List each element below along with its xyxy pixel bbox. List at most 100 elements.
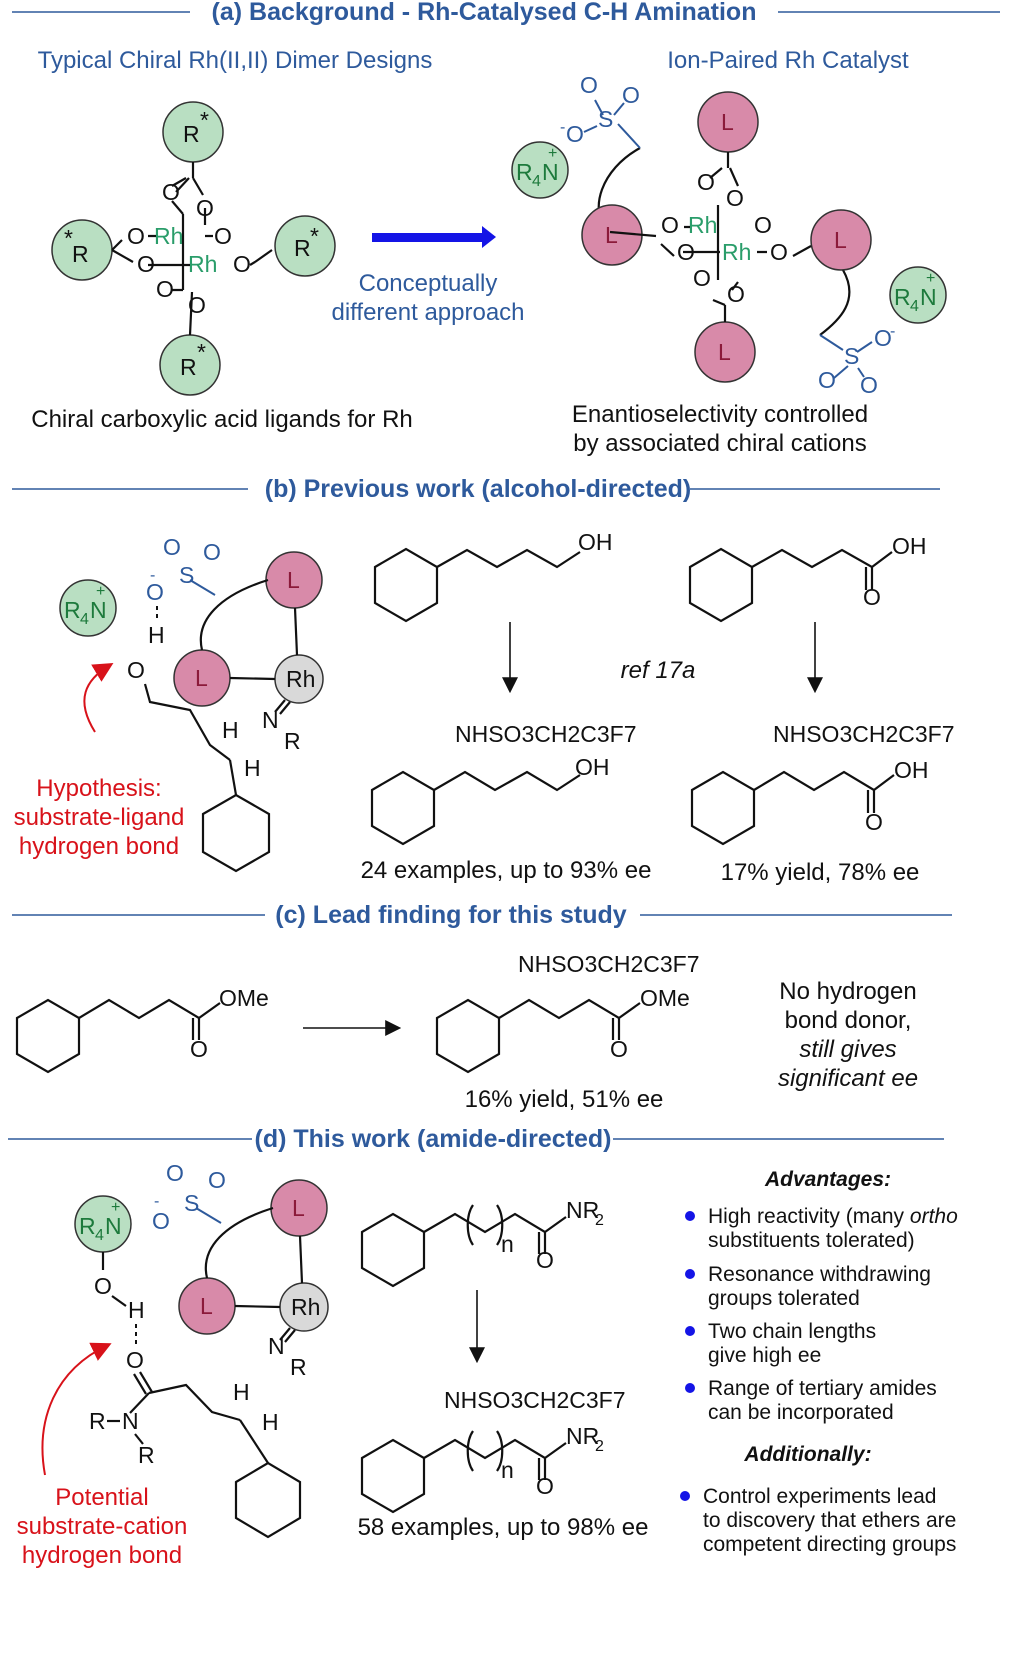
oxygen-label: O <box>156 276 174 302</box>
sulfonate-oxygen: O <box>146 579 164 605</box>
ammonium-r: R <box>64 597 81 623</box>
left-design-title: Typical Chiral Rh(II,II) Dimer Designs <box>38 47 433 74</box>
amide-nr-subscript: 2 <box>595 1212 604 1229</box>
advantage-3-line2: give high ee <box>708 1344 821 1367</box>
note-line2: bond donor, <box>785 1007 912 1034</box>
ammonium-circle <box>59 579 117 637</box>
advantage-4-line2: can be incorporated <box>708 1401 894 1424</box>
right-design-title: Ion-Paired Rh Catalyst <box>667 47 909 74</box>
nitrene-r: R <box>290 1354 307 1380</box>
rh-label: Rh <box>188 251 217 277</box>
result-amide: 58 examples, up to 98% ee <box>358 1514 649 1541</box>
advantage-bullet <box>685 1211 695 1221</box>
result-ester: 16% yield, 51% ee <box>465 1086 664 1113</box>
ammonium-n: N <box>105 1213 122 1239</box>
carbonyl-oxygen: O <box>610 1036 628 1062</box>
arrow-label-line2: different approach <box>331 299 524 326</box>
ligand-label: L <box>718 339 731 365</box>
advantage-1-text: High reactivity (many <box>708 1205 910 1228</box>
ammonium-r: R <box>516 159 533 185</box>
ammonium-plus: + <box>96 583 105 600</box>
methoxy-label: OMe <box>219 985 269 1011</box>
r-star-label: R <box>183 121 200 147</box>
carbonyl-oxygen: O <box>126 1347 144 1373</box>
ammonium-plus: + <box>548 145 557 162</box>
sulfonate-oxygen: O <box>203 539 221 565</box>
ligand-label: L <box>200 1293 213 1319</box>
hydroxyl-label: OH <box>894 757 929 783</box>
conceptual-arrow-head <box>482 226 496 248</box>
chain-length-n: n <box>501 1231 514 1257</box>
arrow-label-line1: Conceptually <box>359 270 498 297</box>
sulfonate-oxygen: O <box>208 1167 226 1193</box>
additionally-bullet <box>680 1491 690 1501</box>
note-line4: significant ee <box>778 1065 918 1092</box>
sulfonate-oxygen: O <box>622 82 640 108</box>
advantage-2-line1: Resonance withdrawing <box>708 1263 931 1286</box>
ammonium-r: R <box>894 284 911 310</box>
ligand-label: L <box>721 109 734 135</box>
acid-product: NHSO3CH2C3F7 OH O <box>690 721 955 846</box>
sulfonate-sulfur: S <box>844 343 859 369</box>
ligand-label: L <box>605 222 618 248</box>
r-star-label: R <box>294 235 311 261</box>
carbonyl-oxygen: O <box>536 1247 554 1273</box>
carbonyl-oxygen: O <box>536 1473 554 1499</box>
sulfonate-minus: - <box>154 1193 159 1210</box>
amine-label: NHSO3CH2C3F7 <box>455 721 637 747</box>
advantage-1-line2: substituents tolerated) <box>708 1229 915 1252</box>
hypothesis-line3: hydrogen bond <box>19 833 179 860</box>
chain-length-n: n <box>501 1457 514 1483</box>
advantage-1-line1: High reactivity (many ortho <box>708 1205 958 1228</box>
oxygen-label: O <box>697 169 715 195</box>
result-acid: 17% yield, 78% ee <box>721 859 920 886</box>
ligand-label: L <box>287 567 300 593</box>
ligand-label: L <box>195 665 208 691</box>
right-caption-line2: by associated chiral cations <box>573 430 866 457</box>
acid-substrate: OH O <box>688 533 927 623</box>
ammonium-subscript: 4 <box>532 173 541 190</box>
star-mark: * <box>310 223 319 249</box>
hydroxyl-label: OH <box>578 529 613 555</box>
carbonyl-oxygen: O <box>865 809 883 835</box>
hydrogen-label: H <box>262 1409 279 1435</box>
sulfonate-minus: - <box>560 119 565 136</box>
oxygen-label: O <box>726 185 744 211</box>
methoxy-label: OMe <box>640 985 690 1011</box>
oxygen-label: O <box>127 223 145 249</box>
ammonium-plus: + <box>926 270 935 287</box>
amide-directed-model: R 4 N + O H O R N R H H L L Rh O O S O -… <box>41 1160 329 1539</box>
oxygen-label: O <box>127 657 145 683</box>
sulfonate-oxygen: O <box>818 367 836 393</box>
sulfonate-sulfur: S <box>184 1190 199 1216</box>
sulfonate-oxygen: O <box>860 372 878 398</box>
ester-product: NHSO3CH2C3F7 OMe O <box>435 951 700 1074</box>
rh-label: Rh <box>722 239 751 265</box>
advantage-4-line1: Range of tertiary amides <box>708 1377 937 1400</box>
result-alcohol: 24 examples, up to 93% ee <box>361 857 652 884</box>
sulfonate-oxygen: O <box>874 325 892 351</box>
advantage-3-line1: Two chain lengths <box>708 1320 876 1343</box>
oxygen-label: O <box>770 239 788 265</box>
sulfonate-oxygen: O <box>566 121 584 147</box>
potential-line3: hydrogen bond <box>22 1542 182 1569</box>
oxygen-label: O <box>162 179 180 205</box>
amide-r: R <box>89 1408 106 1434</box>
ammonium-r: R <box>79 1213 96 1239</box>
sulfonate-minus: - <box>150 567 155 584</box>
section-c-title: (c) Lead finding for this study <box>275 901 626 929</box>
rh-label: Rh <box>154 223 183 249</box>
carbonyl-oxygen: O <box>863 584 881 610</box>
advantage-bullet <box>685 1269 695 1279</box>
amine-label: NHSO3CH2C3F7 <box>773 721 955 747</box>
sulfonate-oxygen: O <box>166 1160 184 1186</box>
alcohol-product: NHSO3CH2C3F7 OH <box>370 721 637 846</box>
sulfonate-oxygen: O <box>152 1208 170 1234</box>
oxygen-label: O <box>727 281 745 307</box>
advantage-bullet <box>685 1383 695 1393</box>
oxygen-label: O <box>233 251 251 277</box>
potential-line2: substrate-cation <box>17 1513 188 1540</box>
ester-substrate: OMe O <box>15 985 269 1074</box>
amine-label: NHSO3CH2C3F7 <box>444 1387 626 1413</box>
